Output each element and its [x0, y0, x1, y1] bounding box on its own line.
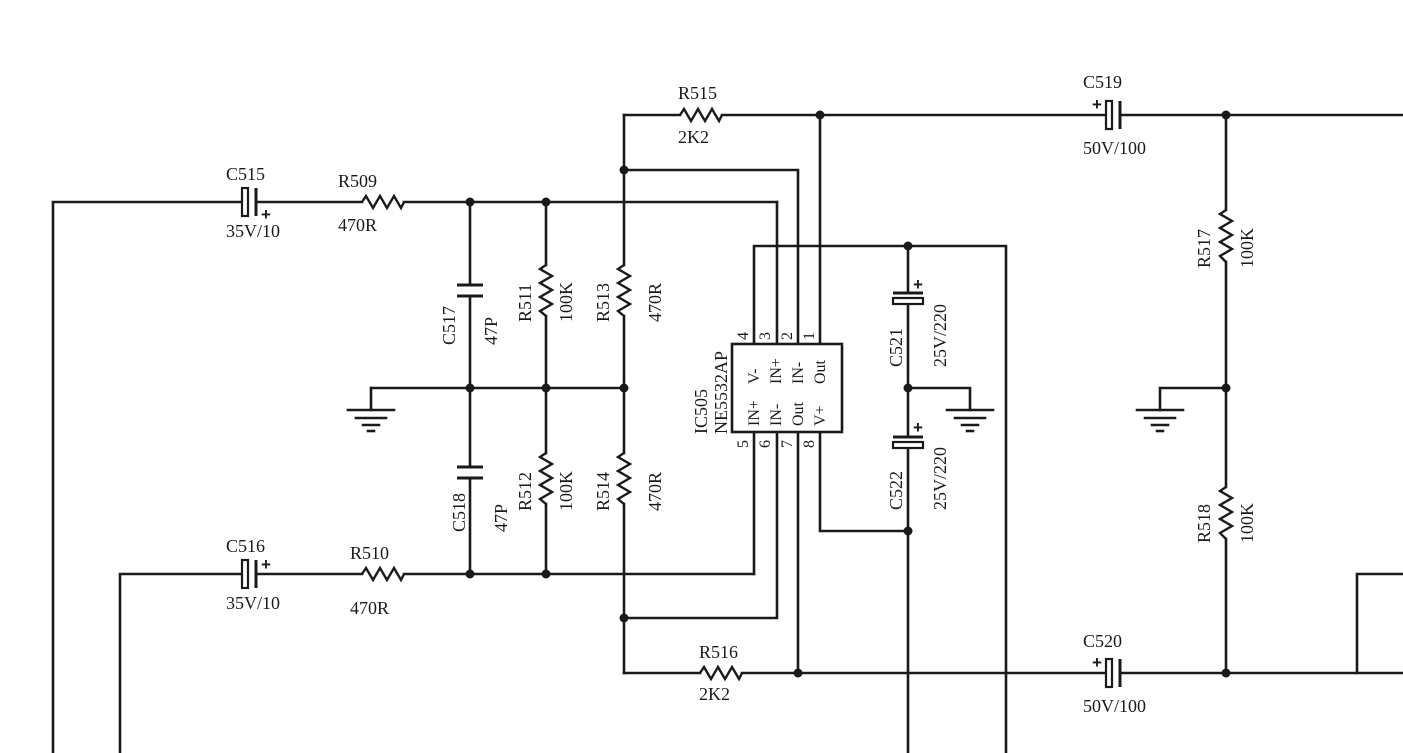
c520-value: 50V/100	[1083, 696, 1146, 716]
c522-value: 25V/220	[930, 447, 950, 510]
resistor-r511: R511 100K	[515, 264, 576, 322]
ic-pin-number-5: 5	[735, 440, 752, 448]
capacitor-c519: + C519 50V/100	[1083, 72, 1146, 158]
c518-ref: C518	[449, 493, 469, 532]
resistor-r513: R513 470R	[593, 264, 665, 322]
ic-ref: IC505	[691, 389, 711, 434]
ic-pin-number-7: 7	[779, 440, 796, 448]
junctions	[465, 110, 1231, 678]
c520-ref: C520	[1083, 631, 1122, 651]
r512-ref: R512	[515, 472, 535, 511]
r515-value: 2K2	[678, 127, 709, 147]
resistor-r512: R512 100K	[515, 452, 576, 511]
capacitor-c515: + C515 35V/10	[226, 164, 280, 241]
r515-ref: R515	[678, 83, 717, 103]
c521-ref: C521	[886, 328, 906, 367]
resistor-r518: R518 100K	[1194, 486, 1257, 543]
ic-part: NE5532AP	[711, 351, 731, 434]
r510-ref: R510	[350, 543, 389, 563]
c518-value: 47P	[491, 504, 511, 532]
ic-pin-number-4: 4	[735, 332, 752, 340]
r511-value: 100K	[556, 282, 576, 322]
r518-ref: R518	[1194, 504, 1214, 543]
c521-value: 25V/220	[930, 304, 950, 367]
wires	[51, 113, 1403, 753]
ground-symbol	[1135, 408, 1185, 433]
ic-pin5-name: IN+	[746, 400, 763, 426]
resistor-r515: R515 2K2	[678, 83, 724, 147]
r512-value: 100K	[556, 471, 576, 511]
r516-value: 2K2	[699, 684, 730, 704]
resistor-r516: R516 2K2	[699, 642, 744, 704]
c519-value: 50V/100	[1083, 138, 1146, 158]
ic-ne5532ap: IC505 NE5532AP IN+ IN- Out V+ V- IN+ IN-…	[691, 332, 844, 448]
polarity-plus: +	[261, 205, 271, 224]
ic-pin-number-8: 8	[801, 440, 818, 448]
resistor-r509: R509 470R	[338, 171, 406, 235]
r514-value: 470R	[645, 472, 665, 511]
resistor-r514: R514 470R	[593, 452, 665, 511]
r509-value: 470R	[338, 215, 377, 235]
r514-ref: R514	[593, 472, 613, 511]
c517-ref: C517	[439, 306, 459, 345]
r517-ref: R517	[1194, 229, 1214, 268]
capacitor-c522: + C522 25V/220	[886, 418, 950, 510]
ic-pin6-name: IN-	[768, 404, 785, 426]
c516-ref: C516	[226, 536, 265, 556]
c519-ref: C519	[1083, 72, 1122, 92]
r517-value: 100K	[1237, 228, 1257, 268]
ic-pin4-name: V-	[746, 369, 763, 384]
capacitor-c521: + C521 25V/220	[886, 275, 950, 367]
c517-value: 47P	[481, 317, 501, 345]
polarity-plus: +	[1092, 653, 1102, 672]
polarity-plus: +	[1092, 95, 1102, 114]
ground-symbol	[346, 408, 396, 433]
ic-pin-number-2: 2	[779, 332, 796, 340]
polarity-plus: +	[261, 555, 271, 574]
r513-value: 470R	[645, 283, 665, 322]
r509-ref: R509	[338, 171, 377, 191]
ic-pin7-name: Out	[790, 401, 807, 426]
c515-value: 35V/10	[226, 221, 280, 241]
ic-pin8-name: V+	[812, 405, 829, 426]
r518-value: 100K	[1237, 503, 1257, 543]
polarity-plus: +	[913, 418, 923, 437]
ic-pin-number-1: 1	[801, 332, 818, 340]
ic-pin-number-6: 6	[757, 440, 774, 448]
resistor-r510: R510 470R	[350, 543, 406, 618]
c516-value: 35V/10	[226, 593, 280, 613]
ground-symbol	[945, 408, 995, 433]
capacitor-c518: C518 47P	[449, 465, 511, 532]
r511-ref: R511	[515, 284, 535, 322]
c522-ref: C522	[886, 471, 906, 510]
capacitor-c520: + C520 50V/100	[1083, 631, 1146, 716]
polarity-plus: +	[913, 275, 923, 294]
c515-ref: C515	[226, 164, 265, 184]
r513-ref: R513	[593, 283, 613, 322]
ic-pin1-name: Out	[812, 359, 829, 384]
ic-pin2-name: IN-	[790, 362, 807, 384]
capacitor-c516: + C516 35V/10	[226, 536, 280, 613]
ic-pin-number-3: 3	[757, 332, 774, 340]
r510-value: 470R	[350, 598, 389, 618]
ic-pin3-name: IN+	[768, 358, 785, 384]
r516-ref: R516	[699, 642, 738, 662]
capacitor-c517: C517 47P	[439, 283, 501, 345]
resistor-r517: R517 100K	[1194, 209, 1257, 268]
